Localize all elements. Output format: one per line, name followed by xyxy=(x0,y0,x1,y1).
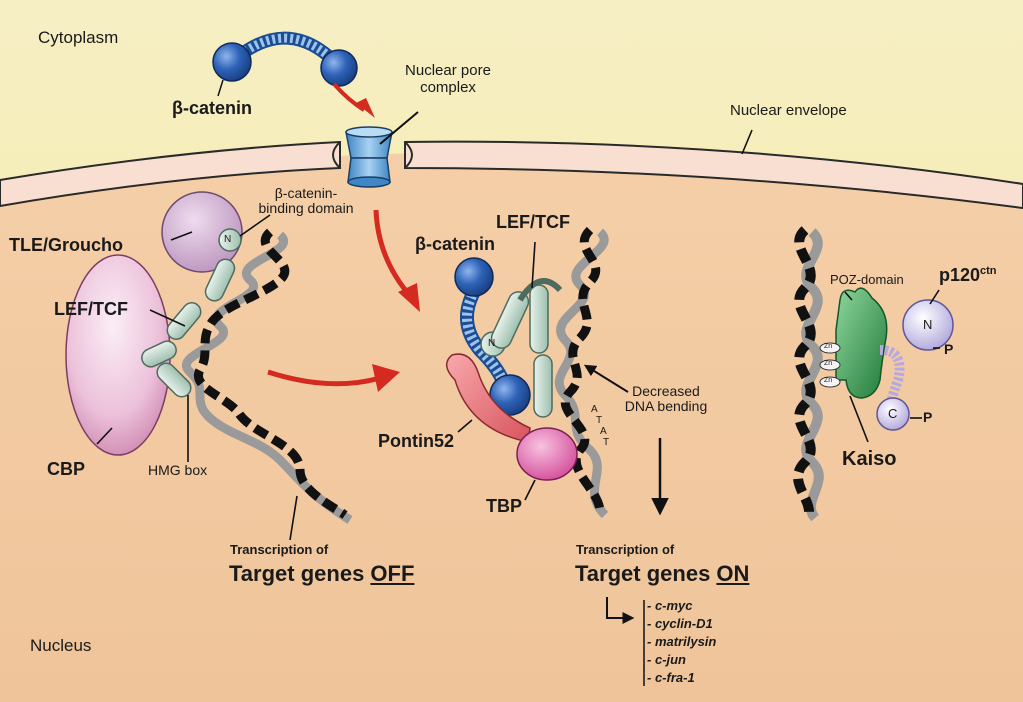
target-genes-arrow xyxy=(606,597,635,624)
binding-domain-line1: β-catenin- xyxy=(274,185,338,201)
tata-t1: T xyxy=(596,415,603,426)
transcription-off-line2: Target genes OFF xyxy=(229,561,415,586)
target-genes-off-text: Target genes xyxy=(229,561,371,586)
transcription-on-line1: Transcription of xyxy=(576,542,675,557)
nuclear-pore-line2: complex xyxy=(420,78,476,96)
tata-t2: T xyxy=(603,437,610,448)
decreased-line1: Decreased xyxy=(632,383,700,399)
beta-catenin-top-label: β-catenin xyxy=(172,98,252,118)
tata-a1: A xyxy=(591,404,598,415)
lef-tcf-left-label: LEF/TCF xyxy=(54,299,128,319)
gene-item: - matrilysin xyxy=(647,634,717,649)
kaiso-protein xyxy=(835,287,888,399)
p120-linker xyxy=(879,345,905,413)
tle-groucho-protein xyxy=(161,191,243,273)
tbp-protein xyxy=(516,427,578,481)
p120-superscript: ctn xyxy=(980,265,997,277)
binding-domain-label: β-catenin- binding domain xyxy=(246,185,366,217)
dna-helix-right xyxy=(793,226,824,522)
lef-tcf-middle xyxy=(480,278,563,418)
transcription-off-line1: Transcription of xyxy=(230,542,329,557)
nuclear-pore-complex xyxy=(345,126,393,188)
hmg-box-label: HMG box xyxy=(148,462,208,478)
pontin52-label: Pontin52 xyxy=(378,431,455,451)
lef-tcf-middle-label: LEF/TCF xyxy=(496,212,570,232)
nucleus-label: Nucleus xyxy=(30,636,92,655)
gene-item: - c-jun xyxy=(647,652,686,667)
tbp-label: TBP xyxy=(486,496,522,516)
zn-2: Zn xyxy=(824,360,833,367)
zn-3: Zn xyxy=(824,377,833,384)
cbp-label: CBP xyxy=(47,459,86,479)
beta-catenin-middle-label: β-catenin xyxy=(415,234,495,254)
n-marker-middle: N xyxy=(488,338,496,349)
p120-p-marker-2: P xyxy=(923,409,933,425)
leader-lines xyxy=(96,129,940,541)
cytoplasm-label: Cytoplasm xyxy=(38,28,119,47)
dna-helix-middle xyxy=(554,226,609,519)
n-marker-left: N xyxy=(224,234,232,245)
beta-catenin-cytoplasmic xyxy=(212,31,358,87)
decreased-bending-label: Decreased DNA bending xyxy=(612,383,720,415)
p120-label: p120ctn xyxy=(939,265,997,286)
gene-item: - c-fra-1 xyxy=(647,670,695,685)
lef-tcf-left xyxy=(141,228,242,398)
gene-item: - c-myc xyxy=(647,598,693,613)
p120-c-domain xyxy=(876,397,910,431)
nuclear-pore-line1: Nuclear pore xyxy=(405,62,491,79)
p120-p-marker-1: P xyxy=(944,341,954,357)
beta-catenin-nuclear xyxy=(454,257,531,416)
nuclear-pore-label: Nuclear pore complex xyxy=(392,62,504,96)
p120-n-domain xyxy=(902,299,954,351)
off-state: OFF xyxy=(370,561,415,586)
gene-item: - cyclin-D1 xyxy=(647,616,713,631)
binding-domain-line2: binding domain xyxy=(258,200,354,217)
target-gene-list: - c-myc - cyclin-D1 - matrilysin - c-jun… xyxy=(647,597,716,687)
nuclear-envelope-label: Nuclear envelope xyxy=(730,102,847,119)
p120-c-marker: C xyxy=(888,406,898,421)
red-arrows xyxy=(267,82,420,392)
nuclear-envelope xyxy=(0,140,1023,210)
pontin52-protein xyxy=(446,353,531,443)
p120-name: p120 xyxy=(939,265,981,285)
tle-groucho-label: TLE/Groucho xyxy=(9,235,123,255)
p120-n-marker: N xyxy=(923,317,933,332)
target-genes-on-text: Target genes xyxy=(575,561,717,586)
kaiso-label: Kaiso xyxy=(842,448,897,470)
zinc-fingers xyxy=(819,342,841,388)
zn-1: Zn xyxy=(824,343,833,350)
poz-domain-label: POZ-domain xyxy=(830,272,904,287)
transcription-on-line2: Target genes ON xyxy=(575,561,750,586)
tata-a2: A xyxy=(600,426,607,437)
dna-helix-left xyxy=(182,228,353,524)
decreased-line2: DNA bending xyxy=(624,398,708,415)
on-state: ON xyxy=(716,561,750,586)
